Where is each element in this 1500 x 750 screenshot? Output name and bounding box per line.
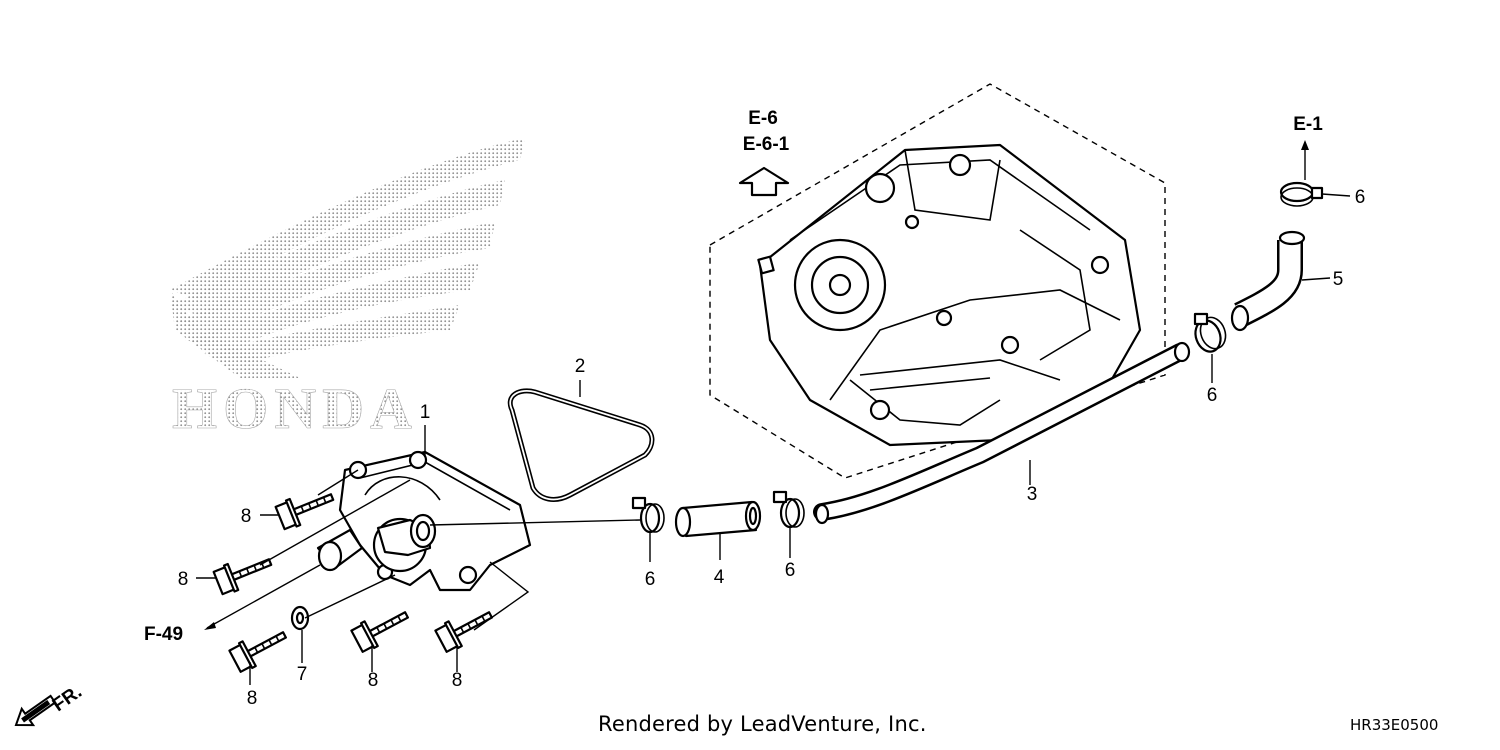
hose-clamp — [1279, 181, 1324, 207]
hose-clamp — [1193, 312, 1227, 353]
engine-case-reference — [709, 83, 1166, 479]
callout-8: 8 — [241, 506, 252, 527]
callout-6: 6 — [785, 560, 796, 581]
flange-bolt — [228, 631, 288, 673]
leader-lines — [196, 140, 1351, 685]
up-arrow-icon — [738, 166, 790, 197]
hose-clamp — [772, 490, 805, 529]
callout-7: 7 — [297, 664, 308, 685]
callout-6: 6 — [1207, 385, 1218, 406]
ref-e6: E-6 — [748, 108, 778, 129]
sealing-washer — [290, 605, 310, 631]
flange-bolt — [350, 611, 410, 653]
front-direction-arrow-icon — [14, 694, 57, 727]
callout-4: 4 — [714, 567, 725, 588]
water-pipe — [813, 341, 1191, 525]
callout-8: 8 — [368, 670, 379, 691]
callout-2: 2 — [575, 356, 586, 377]
ref-f49: F-49 — [144, 624, 183, 645]
diagram-code: HR33E0500 — [1350, 716, 1439, 734]
callout-8: 8 — [452, 670, 463, 691]
callout-8: 8 — [247, 688, 258, 709]
ref-e6-1: E-6-1 — [743, 134, 790, 155]
hose-clamp — [631, 496, 665, 534]
water-pump-cover — [316, 450, 532, 592]
o-ring-gasket — [507, 388, 655, 502]
front-direction-label: FR. — [49, 681, 86, 716]
callout-8: 8 — [178, 569, 189, 590]
honda-wing-logo: HONDA — [170, 138, 525, 441]
ref-e1: E-1 — [1293, 114, 1323, 135]
callout-6: 6 — [645, 569, 656, 590]
render-credit: Rendered by LeadVenture, Inc. — [598, 712, 927, 736]
callout-6: 6 — [1355, 187, 1366, 208]
honda-logo-text: HONDA — [172, 376, 418, 441]
short-hose — [674, 500, 762, 538]
bent-hose — [1230, 230, 1306, 332]
flange-bolt — [274, 493, 335, 531]
callout-3: 3 — [1027, 484, 1038, 505]
flange-bolt — [434, 611, 494, 653]
callout-5: 5 — [1333, 269, 1344, 290]
callout-1: 1 — [420, 402, 431, 423]
flange-bolt — [212, 558, 273, 596]
